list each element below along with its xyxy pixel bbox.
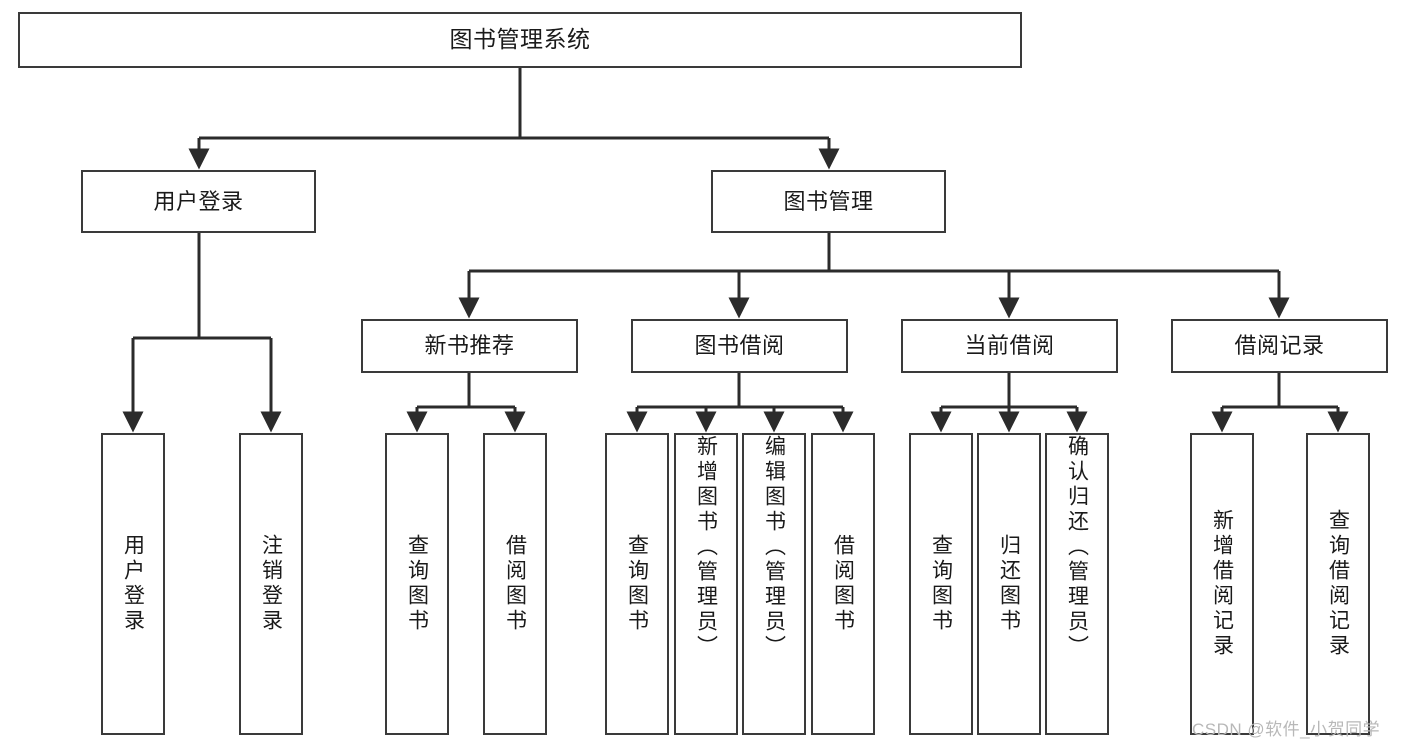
node-leaf-logout-login-label: 注销登录 — [259, 534, 283, 634]
node-leaf-borrow-book-1-label: 借阅图书 — [503, 534, 527, 634]
node-leaf-logout-login[interactable]: 注销登录 — [239, 433, 303, 735]
node-current-borrow-label: 当前借阅 — [964, 333, 1055, 359]
node-leaf-borrow-book-2-label: 借阅图书 — [831, 534, 855, 634]
node-leaf-edit-book-label: 编辑图书（管理员） — [762, 435, 786, 660]
node-borrow-record[interactable]: 借阅记录 — [1171, 319, 1388, 373]
node-root[interactable]: 图书管理系统 — [18, 12, 1022, 68]
node-book-borrow-label: 图书借阅 — [694, 333, 785, 359]
node-leaf-borrow-book-2[interactable]: 借阅图书 — [811, 433, 875, 735]
node-book-manage-label: 图书管理 — [783, 188, 874, 214]
node-leaf-query-book-1-label: 查询图书 — [405, 534, 429, 634]
node-book-manage[interactable]: 图书管理 — [711, 170, 946, 233]
watermark-text: CSDN @软件_小贺同学 — [1192, 720, 1381, 739]
node-current-borrow[interactable]: 当前借阅 — [901, 319, 1118, 373]
node-leaf-add-book-label: 新增图书（管理员） — [694, 435, 718, 660]
node-leaf-query-book-2-label: 查询图书 — [625, 534, 649, 634]
node-leaf-borrow-book-1[interactable]: 借阅图书 — [483, 433, 547, 735]
node-borrow-record-label: 借阅记录 — [1234, 333, 1325, 359]
node-root-label: 图书管理系统 — [449, 26, 591, 53]
node-user-login-label: 用户登录 — [153, 188, 244, 214]
node-leaf-user-login[interactable]: 用户登录 — [101, 433, 165, 735]
node-leaf-confirm-return-label: 确认归还（管理员） — [1065, 435, 1089, 660]
node-leaf-query-book-1[interactable]: 查询图书 — [385, 433, 449, 735]
node-leaf-query-book-3-label: 查询图书 — [929, 534, 953, 634]
node-leaf-return-book-label: 归还图书 — [997, 534, 1021, 634]
node-leaf-query-record-label: 查询借阅记录 — [1326, 509, 1350, 659]
node-leaf-add-record-label: 新增借阅记录 — [1210, 509, 1234, 659]
node-leaf-query-record[interactable]: 查询借阅记录 — [1306, 433, 1370, 735]
node-new-book-recommend-label: 新书推荐 — [424, 333, 515, 359]
node-leaf-return-book[interactable]: 归还图书 — [977, 433, 1041, 735]
node-leaf-add-record[interactable]: 新增借阅记录 — [1190, 433, 1254, 735]
node-new-book-recommend[interactable]: 新书推荐 — [361, 319, 578, 373]
node-leaf-confirm-return[interactable]: 确认归还（管理员） — [1045, 433, 1109, 735]
node-leaf-edit-book[interactable]: 编辑图书（管理员） — [742, 433, 806, 735]
node-book-borrow[interactable]: 图书借阅 — [631, 319, 848, 373]
node-leaf-query-book-2[interactable]: 查询图书 — [605, 433, 669, 735]
node-leaf-query-book-3[interactable]: 查询图书 — [909, 433, 973, 735]
node-leaf-user-login-label: 用户登录 — [121, 534, 145, 634]
node-leaf-add-book[interactable]: 新增图书（管理员） — [674, 433, 738, 735]
node-user-login[interactable]: 用户登录 — [81, 170, 316, 233]
